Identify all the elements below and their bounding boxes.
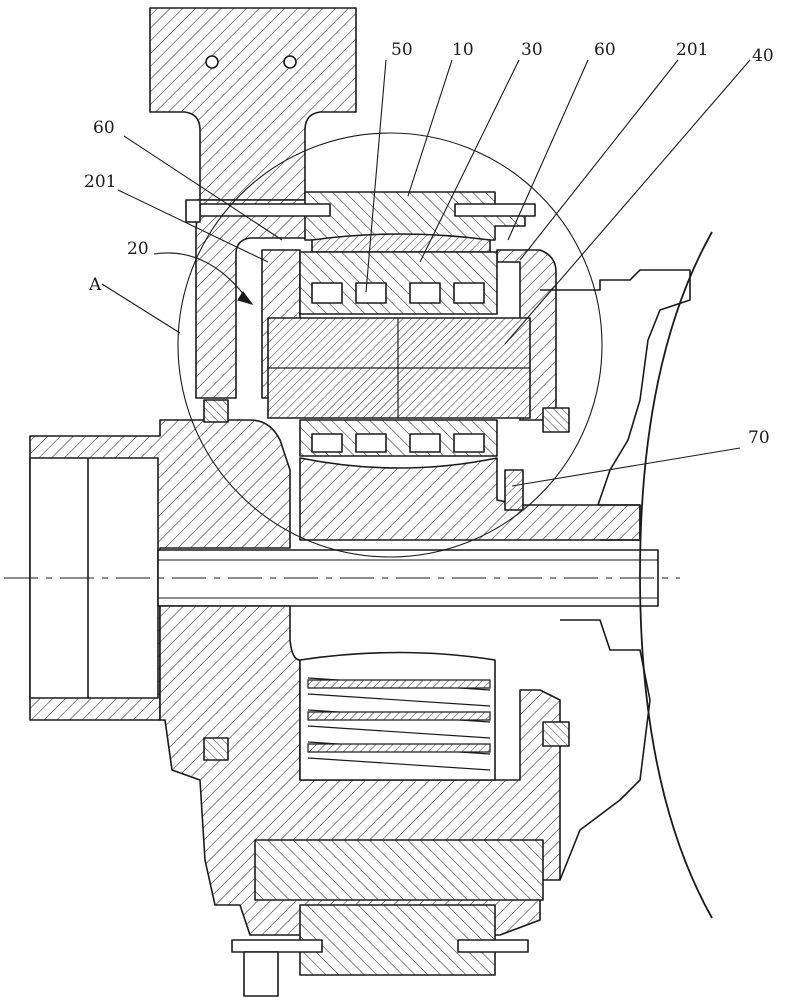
callout-30: 30 <box>521 40 543 60</box>
seal-upper-right <box>542 407 570 433</box>
spline-teeth <box>307 677 491 771</box>
ring-gear-top-inner <box>311 233 491 253</box>
bracket-hole-left <box>205 55 219 69</box>
housing-right-lower <box>559 619 651 881</box>
callout-a: A <box>88 275 102 295</box>
bearing-roller-1 <box>311 282 343 304</box>
bolt-bottom-right <box>457 939 529 953</box>
leader-a <box>101 283 181 334</box>
leader-60-right <box>507 59 589 241</box>
callout-201-right: 201 <box>676 40 708 60</box>
leader-lines <box>101 59 751 487</box>
callout-201-left: 201 <box>84 172 116 192</box>
bolt-bottom-left-head <box>243 951 279 997</box>
housing-wall-upper <box>195 199 311 399</box>
mounting-bracket <box>149 7 357 201</box>
bolt-top-right <box>454 203 536 217</box>
callout-60-left: 60 <box>93 118 115 138</box>
detail-circle-a <box>177 132 603 558</box>
leader-20 <box>153 252 249 301</box>
bolt-top-left-head <box>185 199 201 223</box>
callout-labels: 50 10 30 60 201 40 60 201 20 A 70 <box>84 40 774 448</box>
bolt-top-left <box>199 203 331 217</box>
bolt-bottom-left <box>231 939 323 953</box>
callout-50: 50 <box>391 40 413 60</box>
outer-housing-arc <box>639 231 713 919</box>
leader-201-right <box>519 59 679 261</box>
bearing-roller-7 <box>409 433 441 453</box>
bearing-roller-5 <box>311 433 343 453</box>
leader-201-left <box>117 189 269 263</box>
bearing-roller-4 <box>453 282 485 304</box>
seal-lower-right <box>542 721 570 747</box>
bearing-roller-6 <box>355 433 387 453</box>
seal-lower-left <box>203 737 229 761</box>
callout-70: 70 <box>748 428 770 448</box>
sun-gear-upper <box>299 457 641 541</box>
bearing-roller-3 <box>409 282 441 304</box>
leader-20-arrow <box>237 291 254 305</box>
leader-50 <box>365 59 387 293</box>
leader-70 <box>511 447 741 487</box>
callout-10: 10 <box>452 40 474 60</box>
leader-10 <box>407 59 453 197</box>
bracket-hole-right <box>283 55 297 69</box>
leader-40 <box>504 59 751 345</box>
callout-40: 40 <box>752 46 774 66</box>
bearing-roller-8 <box>453 433 485 453</box>
seal-upper-left <box>203 399 229 423</box>
leader-60-left <box>123 135 283 241</box>
lower-carrier <box>254 839 544 901</box>
spacer-70 <box>504 469 524 511</box>
housing-right <box>540 269 691 541</box>
bearing-roller-2 <box>355 282 387 304</box>
leader-30 <box>419 59 520 263</box>
callout-20: 20 <box>127 239 149 259</box>
callout-60-right: 60 <box>594 40 616 60</box>
